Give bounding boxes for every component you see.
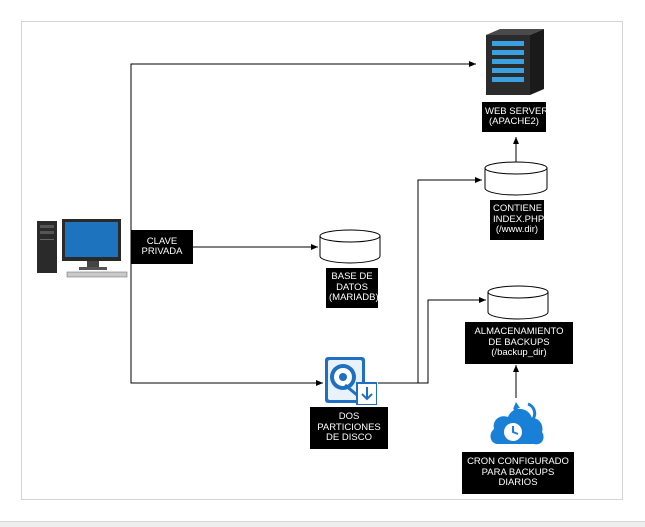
- label-line: (APACHE2): [489, 116, 539, 127]
- label-line: DOS: [338, 411, 360, 423]
- label-line: CLAVE: [146, 235, 178, 247]
- label-line: BASE DE: [331, 271, 373, 283]
- label-line: PRIVADA: [141, 246, 183, 257]
- label-line: (/backup_dir): [491, 347, 547, 359]
- label-line: DATOS: [336, 281, 368, 293]
- backups-storage[interactable]: [486, 284, 550, 322]
- label-line: CONTIENE: [493, 203, 543, 215]
- label-line: (MARIADB): [329, 292, 379, 304]
- label-line: DE DISCO: [326, 432, 372, 444]
- private-key-label: CLAVE PRIVADA: [131, 230, 193, 264]
- hard-disk[interactable]: [323, 355, 378, 406]
- connector-disk-to-backups: [378, 297, 486, 384]
- label-line: DIARIOS: [498, 477, 538, 489]
- database-label: BASE DE DATOS (MARIADB): [326, 268, 379, 308]
- label-line: ALMACENAMIENTO: [474, 326, 564, 338]
- label-line: (/www.dir): [495, 224, 539, 236]
- connector-pc-to-disk: [130, 266, 323, 386]
- bottom-scroll-strip: [0, 521, 645, 527]
- label-line: CRON CONFIGURADO: [467, 456, 569, 468]
- label-line: WEB SERVER: [485, 105, 549, 117]
- storage-cylinder-icon: [319, 229, 381, 264]
- web-server[interactable]: [480, 27, 546, 97]
- storage-cylinder-icon: [487, 285, 549, 320]
- cloud-clock-icon: [490, 402, 544, 445]
- desktop-computer-icon: [37, 219, 128, 278]
- label-line: INDEX.PHP: [493, 213, 545, 225]
- label-line: PARTICIONES: [317, 421, 381, 433]
- label-line: PARA BACKUPS: [481, 466, 555, 478]
- client-pc[interactable]: [33, 215, 131, 279]
- cron-label: CRON CONFIGURADO PARA BACKUPS DIARIOS: [462, 452, 574, 494]
- hard-disk-icon: [325, 357, 378, 406]
- connector-pc-to-webserver: [130, 61, 476, 266]
- web-server-label: WEB SERVER (APACHE2): [482, 102, 549, 132]
- label-line: DE BACKUPS: [488, 336, 550, 348]
- web-storage[interactable]: [483, 160, 549, 198]
- disk-label: DOS PARTICIONES DE DISCO: [310, 407, 388, 449]
- storage-cylinder-icon: [484, 161, 548, 196]
- backups-label: ALMACENAMIENTO DE BACKUPS (/backup_dir): [465, 322, 573, 364]
- server-tower-icon: [486, 29, 544, 95]
- cron-job[interactable]: [488, 396, 546, 450]
- database[interactable]: [318, 228, 382, 266]
- web-storage-label: CONTIENE INDEX.PHP (/www.dir): [490, 200, 544, 240]
